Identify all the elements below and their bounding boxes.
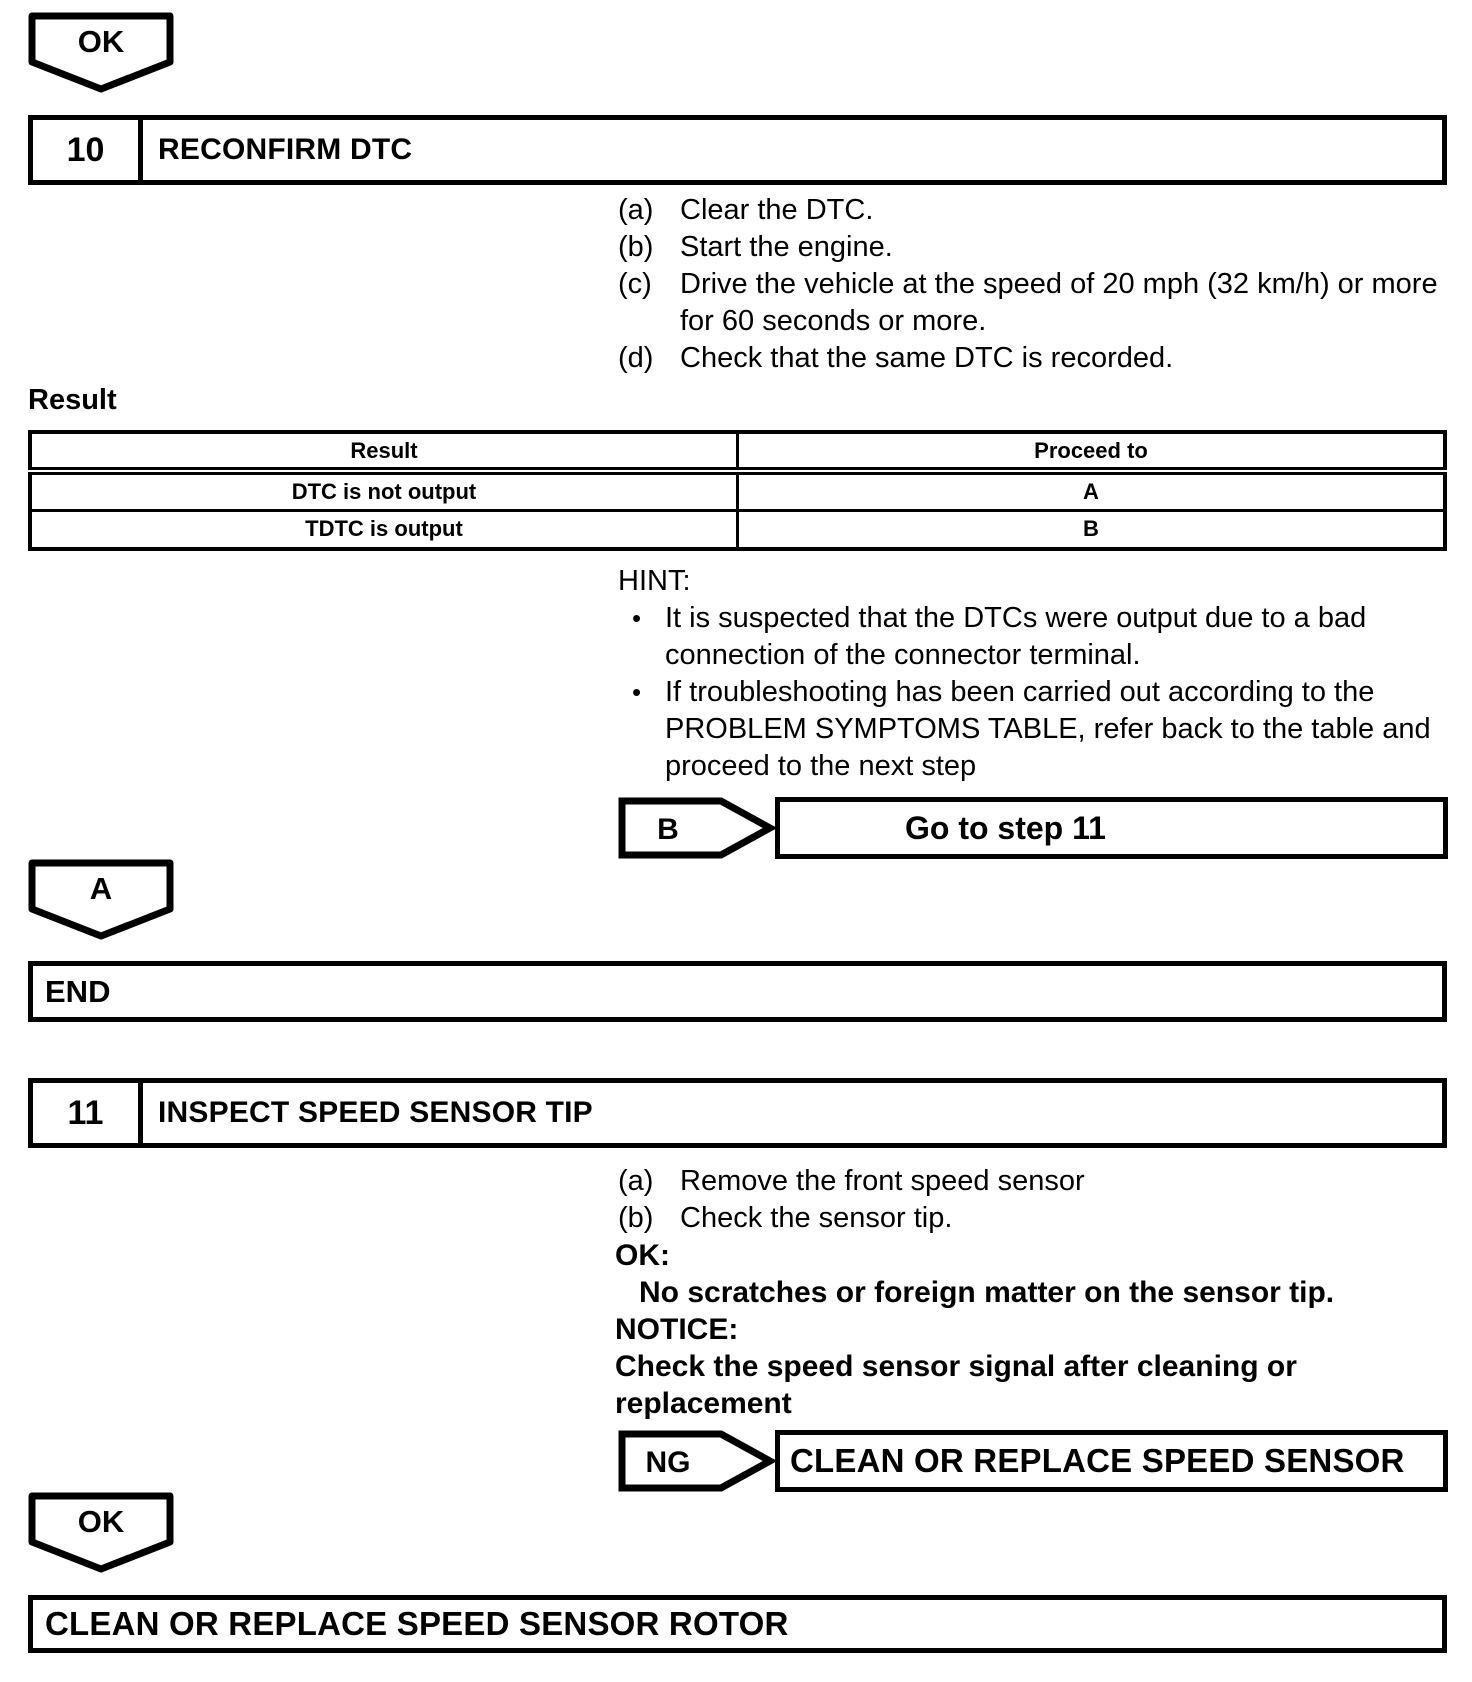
ok-criteria-label: OK: — [615, 1239, 670, 1272]
branch-ng-row: NG CLEAN OR REPLACE SPEED SENSOR — [618, 1430, 1448, 1492]
hint-bullet: • If troubleshooting has been carried ou… — [618, 674, 1468, 785]
pentagon-down-icon: OK — [28, 1492, 174, 1573]
item-marker: (b) — [618, 1202, 654, 1234]
pentagon-down-icon: A — [28, 859, 174, 940]
step-number: 10 — [33, 120, 143, 180]
hint-block: HINT: • It is suspected that the DTCs we… — [618, 563, 1468, 785]
end-box: END — [28, 961, 1447, 1022]
result-cell: TDTC is output — [28, 508, 739, 551]
list-item: (a) Clear the DTC. — [618, 192, 1450, 229]
action-box-go-to-step-11: Go to step 11 — [775, 797, 1448, 859]
item-text: Remove the front speed sensor — [680, 1165, 1085, 1197]
bullet-icon: • — [632, 603, 642, 633]
item-marker: (d) — [618, 342, 654, 374]
step-11-header: 11 INSPECT SPEED SENSOR TIP — [28, 1078, 1447, 1148]
final-box-clean-or-replace-speed-sensor-rotor: CLEAN OR REPLACE SPEED SENSOR ROTOR — [28, 1595, 1447, 1653]
proceed-cell: B — [736, 508, 1447, 551]
branch-arrow-right-icon: B — [618, 797, 775, 859]
item-text: Check that the same DTC is recorded. — [680, 342, 1174, 374]
item-marker: (c) — [618, 268, 652, 300]
action-box-clean-or-replace-speed-sensor: CLEAN OR REPLACE SPEED SENSOR — [775, 1430, 1448, 1492]
flow-connector-ok-bottom: OK — [28, 1492, 174, 1579]
item-text: Clear the DTC. — [680, 194, 874, 226]
ok-criteria-text: No scratches or foreign matter on the se… — [639, 1276, 1335, 1309]
list-item: (a) Remove the front speed sensor — [618, 1163, 1460, 1200]
bullet-text: It is suspected that the DTCs were outpu… — [665, 602, 1367, 671]
result-cell: DTC is not output — [28, 469, 739, 512]
table-header-row: Result Proceed to — [28, 430, 1447, 475]
pentagon-down-icon: OK — [28, 12, 174, 93]
step-title: RECONFIRM DTC — [158, 133, 413, 166]
connector-label: A — [90, 871, 112, 906]
notice-label: NOTICE: — [615, 1313, 739, 1346]
list-item: (c) Drive the vehicle at the speed of 20… — [618, 266, 1450, 340]
column-header-result: Result — [28, 430, 739, 475]
proceed-cell: A — [736, 469, 1447, 512]
branch-b-row: B Go to step 11 — [618, 797, 1448, 859]
list-item: (d) Check that the same DTC is recorded. — [618, 340, 1450, 377]
list-item: (b) Check the sensor tip. — [618, 1200, 1460, 1237]
list-item: (b) Start the engine. — [618, 229, 1450, 266]
flow-connector-ok-top: OK — [28, 12, 174, 99]
item-text: Drive the vehicle at the speed of 20 mph… — [680, 268, 1438, 337]
step-title: INSPECT SPEED SENSOR TIP — [158, 1096, 593, 1129]
bullet-text: If troubleshooting has been carried out … — [665, 676, 1431, 782]
item-text: Start the engine. — [680, 231, 893, 263]
table-row: DTC is not output A — [28, 469, 1447, 512]
step-10-procedure-list: (a) Clear the DTC. (b) Start the engine.… — [618, 192, 1450, 377]
step-number: 11 — [33, 1083, 143, 1143]
item-marker: (a) — [618, 1165, 654, 1197]
result-table: Result Proceed to DTC is not output A TD… — [28, 430, 1447, 551]
flow-connector-a: A — [28, 859, 174, 946]
bullet-icon: • — [632, 677, 642, 707]
hint-label: HINT: — [618, 565, 691, 597]
notice-text: Check the speed sensor signal after clea… — [615, 1350, 1297, 1420]
connector-label: OK — [78, 1504, 125, 1539]
branch-label: B — [657, 813, 679, 846]
connector-label: OK — [78, 24, 125, 59]
item-marker: (b) — [618, 231, 654, 263]
hint-bullet: • It is suspected that the DTCs were out… — [618, 600, 1468, 674]
item-marker: (a) — [618, 194, 654, 226]
column-header-proceed-to: Proceed to — [736, 430, 1447, 475]
branch-label: NG — [646, 1446, 691, 1479]
step-11-body: (a) Remove the front speed sensor (b) Ch… — [615, 1163, 1460, 1422]
branch-arrow-right-icon: NG — [618, 1430, 775, 1492]
step-10-header: 10 RECONFIRM DTC — [28, 115, 1447, 185]
item-text: Check the sensor tip. — [680, 1202, 953, 1234]
result-heading: Result — [28, 384, 117, 416]
table-row: TDTC is output B — [28, 508, 1447, 551]
